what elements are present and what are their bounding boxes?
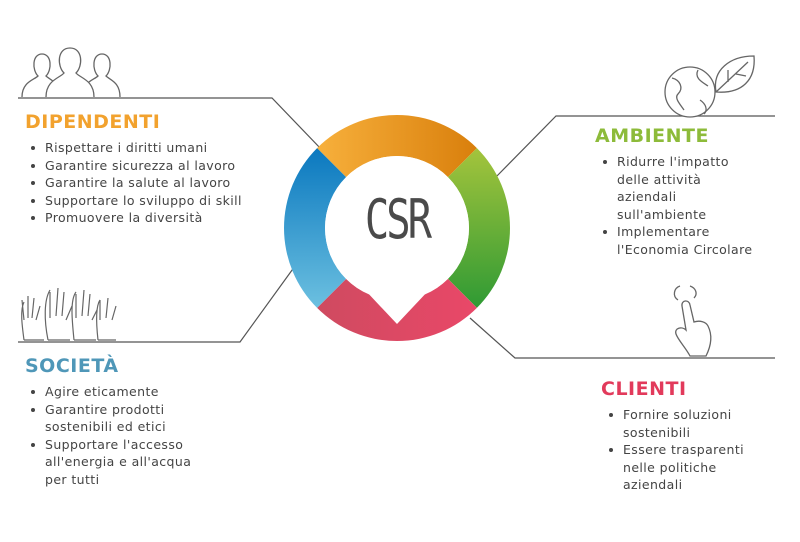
list-item: Implementare l'Economia Circolare [603, 223, 777, 258]
clienti-title: CLIENTI [601, 378, 687, 400]
societa-title: SOCIETÀ [25, 355, 119, 377]
dipendenti-section: DIPENDENTI Rispettare i diritti umani Ga… [25, 111, 285, 227]
list-item: Fornire soluzioni sostenibili [609, 406, 763, 441]
list-item: Rispettare i diritti umani [31, 139, 285, 157]
raised-hands-icon [21, 287, 117, 341]
ring-segment-ambiente [447, 148, 510, 308]
ambiente-section: AMBIENTE Ridurre l'impatto delle attivit… [595, 125, 785, 258]
csr-center-label: CSR [364, 188, 432, 251]
center-pointer [365, 290, 429, 324]
list-item: Garantire la salute al lavoro [31, 174, 285, 192]
ambiente-list: Ridurre l'impatto delle attività azienda… [595, 153, 785, 258]
csr-ring [284, 115, 510, 341]
societa-connector [18, 265, 296, 343]
list-item: Supportare l'accesso all'energia e all'a… [31, 436, 205, 489]
touch-hand-icon [673, 285, 712, 357]
clienti-connector [469, 317, 775, 359]
clienti-list: Fornire soluzioni sostenibili Essere tra… [601, 406, 791, 494]
list-item: Supportare lo sviluppo di skill [31, 192, 250, 210]
dipendenti-connector [18, 97, 323, 151]
list-item: Ridurre l'impatto delle attività azienda… [603, 153, 757, 223]
societa-section: SOCIETÀ Agire eticamente Garantire prodo… [25, 355, 225, 488]
globe-leaf-icon [664, 55, 755, 118]
list-item: Agire eticamente [31, 383, 225, 401]
dipendenti-list: Rispettare i diritti umani Garantire sic… [25, 139, 285, 227]
ambiente-connector [492, 115, 775, 181]
list-item: Promuovere la diversità [31, 209, 285, 227]
societa-list: Agire eticamente Garantire prodotti sost… [25, 383, 225, 488]
ring-segment-societa [284, 148, 347, 308]
list-item: Essere trasparenti nelle politiche azien… [609, 441, 763, 494]
list-item: Garantire prodotti sostenibili ed etici [31, 401, 195, 436]
ring-segment-dipendenti [317, 115, 477, 178]
dipendenti-title: DIPENDENTI [25, 111, 161, 133]
people-icon [21, 47, 121, 98]
list-item: Garantire sicurezza al lavoro [31, 157, 285, 175]
ambiente-title: AMBIENTE [595, 125, 709, 147]
clienti-section: CLIENTI Fornire soluzioni sostenibili Es… [601, 378, 791, 494]
